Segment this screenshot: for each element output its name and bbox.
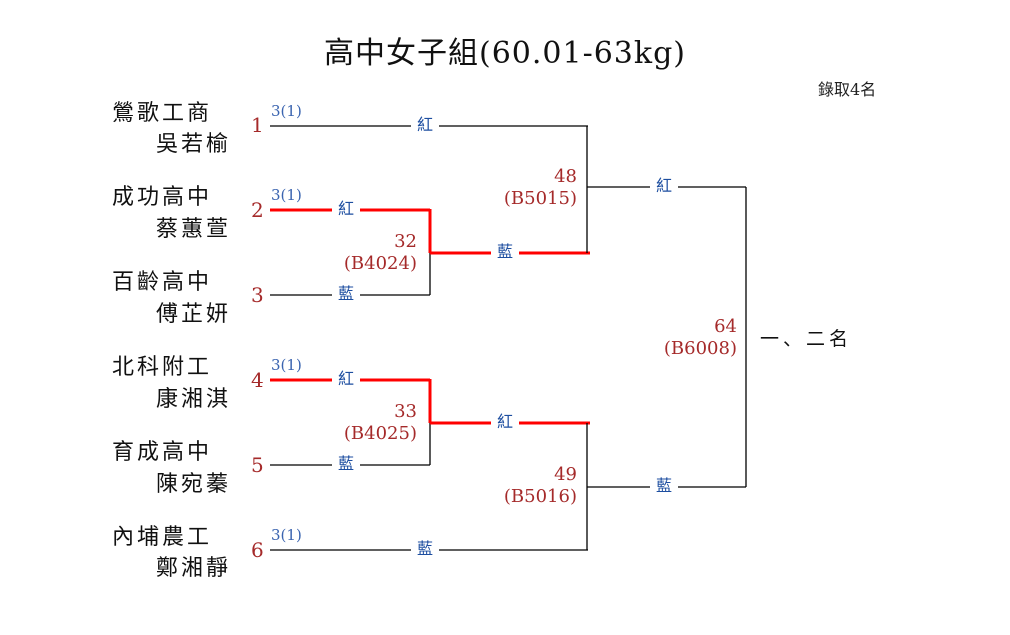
corner-label: 藍	[332, 285, 361, 303]
match-code: (B5016)	[503, 486, 577, 507]
athlete-name: 鄭湘靜	[156, 556, 232, 581]
match-number: 33	[394, 401, 417, 422]
entry-score: 3(1)	[271, 186, 302, 204]
school-name: 鶯歌工商	[112, 101, 213, 126]
corner-label: 藍	[411, 540, 440, 558]
athlete-name: 吳若榆	[156, 132, 232, 157]
match-number: 64	[714, 316, 737, 337]
match-number: 48	[554, 166, 577, 187]
seed-number: 2	[251, 198, 264, 222]
school-name: 百齡高中	[112, 270, 213, 295]
athlete-name: 傅芷妍	[156, 302, 232, 327]
match-code: (B6008)	[663, 338, 737, 359]
match-code: (B5015)	[503, 188, 577, 209]
match-label-49: 49 (B5016)	[504, 464, 577, 508]
match-label-48: 48 (B5015)	[504, 166, 577, 210]
match-number: 49	[554, 464, 577, 485]
corner-label: 紅	[332, 200, 361, 218]
match-code: (B4024)	[343, 253, 417, 274]
entry-score: 3(1)	[271, 356, 302, 374]
seed-number: 3	[251, 283, 264, 307]
corner-label: 紅	[491, 413, 520, 431]
qualifier-note: 錄取4名	[818, 80, 877, 99]
athlete-name: 康湘淇	[156, 387, 232, 412]
athlete-name: 陳宛蓁	[156, 472, 232, 497]
corner-label: 紅	[332, 370, 361, 388]
school-name: 成功高中	[112, 185, 213, 210]
seed-number: 1	[251, 113, 264, 137]
entry-score: 3(1)	[271, 526, 302, 544]
places-label: 一、二名	[760, 328, 853, 350]
match-number: 32	[394, 231, 417, 252]
school-name: 內埔農工	[112, 525, 213, 550]
school-name: 育成高中	[112, 440, 213, 465]
seed-number: 6	[251, 538, 264, 562]
entry-score: 3(1)	[271, 102, 302, 120]
seed-number: 5	[251, 453, 264, 477]
corner-label: 紅	[650, 177, 679, 195]
match-code: (B4025)	[343, 423, 417, 444]
athlete-name: 蔡蕙萱	[156, 217, 232, 242]
match-label-32: 32 (B4024)	[344, 231, 417, 275]
corner-label: 藍	[491, 243, 520, 261]
corner-label: 藍	[332, 455, 361, 473]
corner-label: 紅	[411, 116, 440, 134]
seed-number: 4	[251, 368, 264, 392]
match-label-64: 64 (B6008)	[664, 316, 737, 360]
match-label-33: 33 (B4025)	[344, 401, 417, 445]
bracket-title: 高中女子組(60.01-63kg)	[324, 36, 686, 71]
school-name: 北科附工	[112, 355, 213, 380]
corner-label: 藍	[650, 477, 679, 495]
